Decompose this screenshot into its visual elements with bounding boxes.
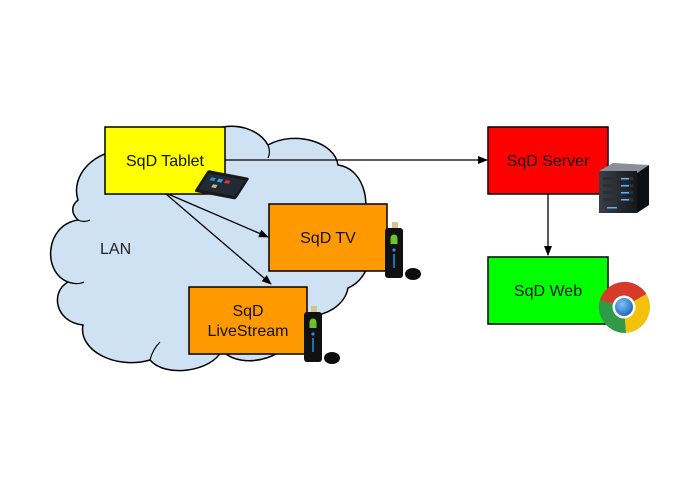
node-web: SqD Web	[487, 256, 650, 333]
server-icon	[599, 163, 649, 213]
tablet-icon	[194, 170, 249, 200]
tv-label: SqD TV	[300, 230, 356, 247]
tablet-label: SqD Tablet	[126, 153, 205, 170]
livestream-label-line1: SqD	[232, 303, 263, 320]
node-server: SqD Server	[487, 126, 649, 213]
node-livestream: SqD LiveStream	[188, 286, 340, 364]
edge-tablet-to-tv	[167, 193, 269, 238]
web-label: SqD Web	[514, 283, 582, 300]
node-tablet: SqD Tablet	[104, 126, 249, 200]
server-label: SqD Server	[507, 153, 590, 170]
server-box	[487, 126, 609, 195]
edges	[165, 156, 552, 285]
tv-box	[268, 203, 388, 272]
livestream-label-line2: LiveStream	[208, 323, 289, 340]
livestream-box	[188, 286, 308, 355]
chrome-icon	[598, 281, 650, 333]
android-stick-icon	[304, 306, 340, 364]
node-tv: SqD TV	[268, 203, 421, 280]
android-stick-icon	[385, 222, 421, 280]
tablet-box	[104, 126, 226, 195]
web-box	[487, 256, 609, 325]
lan-label: LAN	[100, 241, 131, 258]
edge-tablet-to-livestream	[165, 193, 272, 285]
